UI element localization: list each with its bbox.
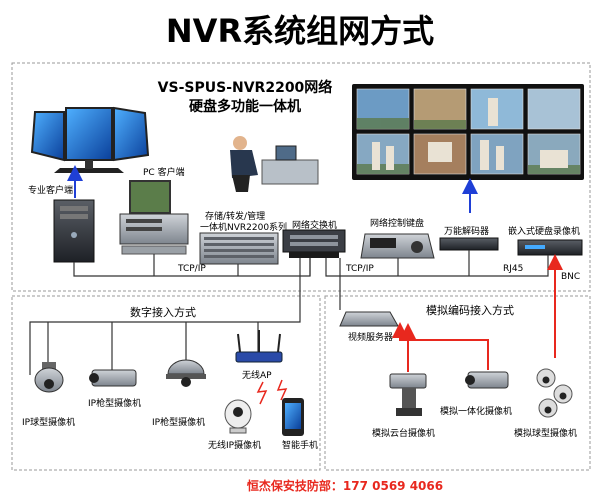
- ip-dome-camera: [34, 362, 64, 393]
- wireless-ip-label: 无线IP摄像机: [208, 439, 261, 451]
- wireless-ap: [235, 330, 283, 363]
- video-server: [339, 311, 399, 327]
- footer-contact: 恒杰保安技防部：177 0569 4066: [247, 478, 443, 493]
- control-keyboard: [360, 233, 435, 259]
- wireless-link-camera: [256, 381, 268, 405]
- ip-half-dome-camera: [166, 359, 206, 387]
- nvr-label-line1: 存储/转发/管理: [205, 210, 265, 222]
- digital-wiring: [47, 322, 259, 370]
- switch-label: 网络交换机: [292, 219, 337, 231]
- keyboard-label: 网络控制键盘: [370, 217, 424, 229]
- bnc-label: BNC: [561, 272, 580, 282]
- decoder-label: 万能解码器: [444, 225, 489, 237]
- nvr-label-line2: 一体机NVR2200系列: [200, 221, 287, 233]
- rj45-label: RJ45: [503, 264, 523, 274]
- ip-half-dome-label: IP枪型摄像机: [152, 416, 205, 428]
- digital-section-title: 数字接入方式: [130, 305, 196, 319]
- wireless-ap-label: 无线AP: [242, 369, 272, 381]
- integrated-camera: [465, 371, 509, 389]
- product-name-line1: VS-SPUS-NVR2200网络: [158, 79, 333, 96]
- workstation-tower: [53, 199, 95, 263]
- analog-section-title: 模拟编码接入方式: [426, 303, 514, 317]
- operator-desk: [230, 136, 319, 192]
- digital-access-region: [11, 295, 321, 471]
- integrated-to-server-arrow: [392, 322, 489, 370]
- tcpip-label-right: TCP/IP: [345, 264, 374, 274]
- triple-monitor: [30, 106, 150, 173]
- tcpip-label-left: TCP/IP: [177, 264, 206, 274]
- integrated-label: 模拟一体化摄像机: [440, 405, 512, 417]
- core-network-region: [11, 62, 591, 292]
- smartphone-label: 智能手机: [282, 439, 318, 451]
- embedded-dvr: [517, 239, 583, 256]
- dvr-label: 嵌入式硬盘录像机: [508, 225, 580, 237]
- network-switch: [282, 229, 346, 258]
- ip-bullet-label: IP枪型摄像机: [88, 397, 141, 409]
- page-title: NVR系统组网方式: [166, 12, 434, 50]
- smartphone: [282, 398, 304, 436]
- ip-dome-label: IP球型摄像机: [22, 416, 75, 428]
- wireless-ip-camera: [224, 399, 252, 434]
- universal-decoder: [439, 237, 499, 251]
- video-wall: [352, 84, 584, 180]
- analog-access-region: [324, 295, 591, 471]
- pc-client-label: PC 客户端: [143, 166, 185, 178]
- ip-bullet-camera: [89, 369, 137, 387]
- analog-dome-camera: [536, 368, 573, 418]
- pc-client: [119, 180, 189, 255]
- ptz-label: 模拟云台摄像机: [372, 427, 435, 439]
- product-name-line2: 硬盘多功能一体机: [189, 98, 301, 115]
- nvr-storage-unit: [199, 232, 279, 265]
- wireless-link-phone: [276, 379, 288, 401]
- pro-client-label: 专业客户端: [28, 184, 73, 196]
- video-server-label: 视频服务器: [348, 331, 393, 343]
- analog-dome-label: 模拟球型摄像机: [514, 427, 577, 439]
- ptz-camera: [389, 373, 427, 416]
